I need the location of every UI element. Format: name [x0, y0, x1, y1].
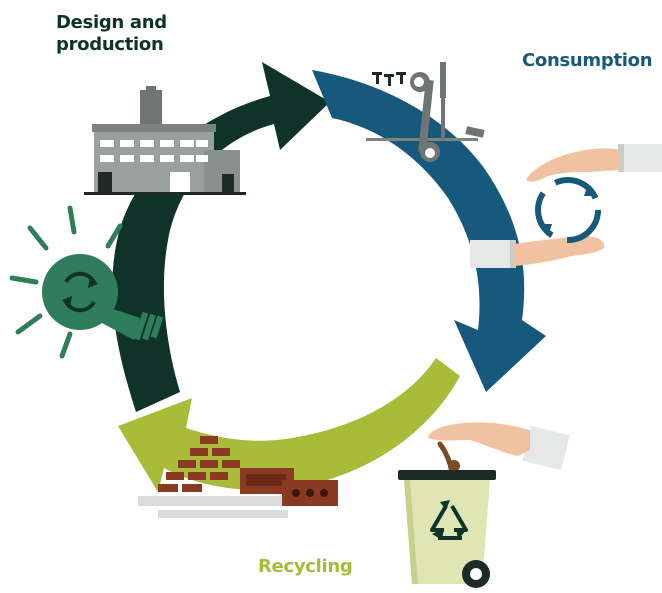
recycle-bin-icon — [398, 470, 496, 588]
recycling-arrow — [118, 358, 460, 492]
recycling-label: Recycling — [258, 556, 353, 577]
hands-recycle-icon — [470, 144, 662, 268]
consumption-label: Consumption — [522, 50, 653, 71]
consumption-arrow — [312, 70, 546, 392]
lightbulb-icon — [9, 205, 164, 359]
factory-icon — [84, 86, 246, 195]
tools-icon — [366, 62, 485, 162]
hand-dropping-icon — [428, 422, 570, 475]
bricks-icon — [138, 436, 338, 518]
design-and-production-label: Design and production — [56, 12, 167, 55]
design-arrow — [112, 62, 330, 412]
